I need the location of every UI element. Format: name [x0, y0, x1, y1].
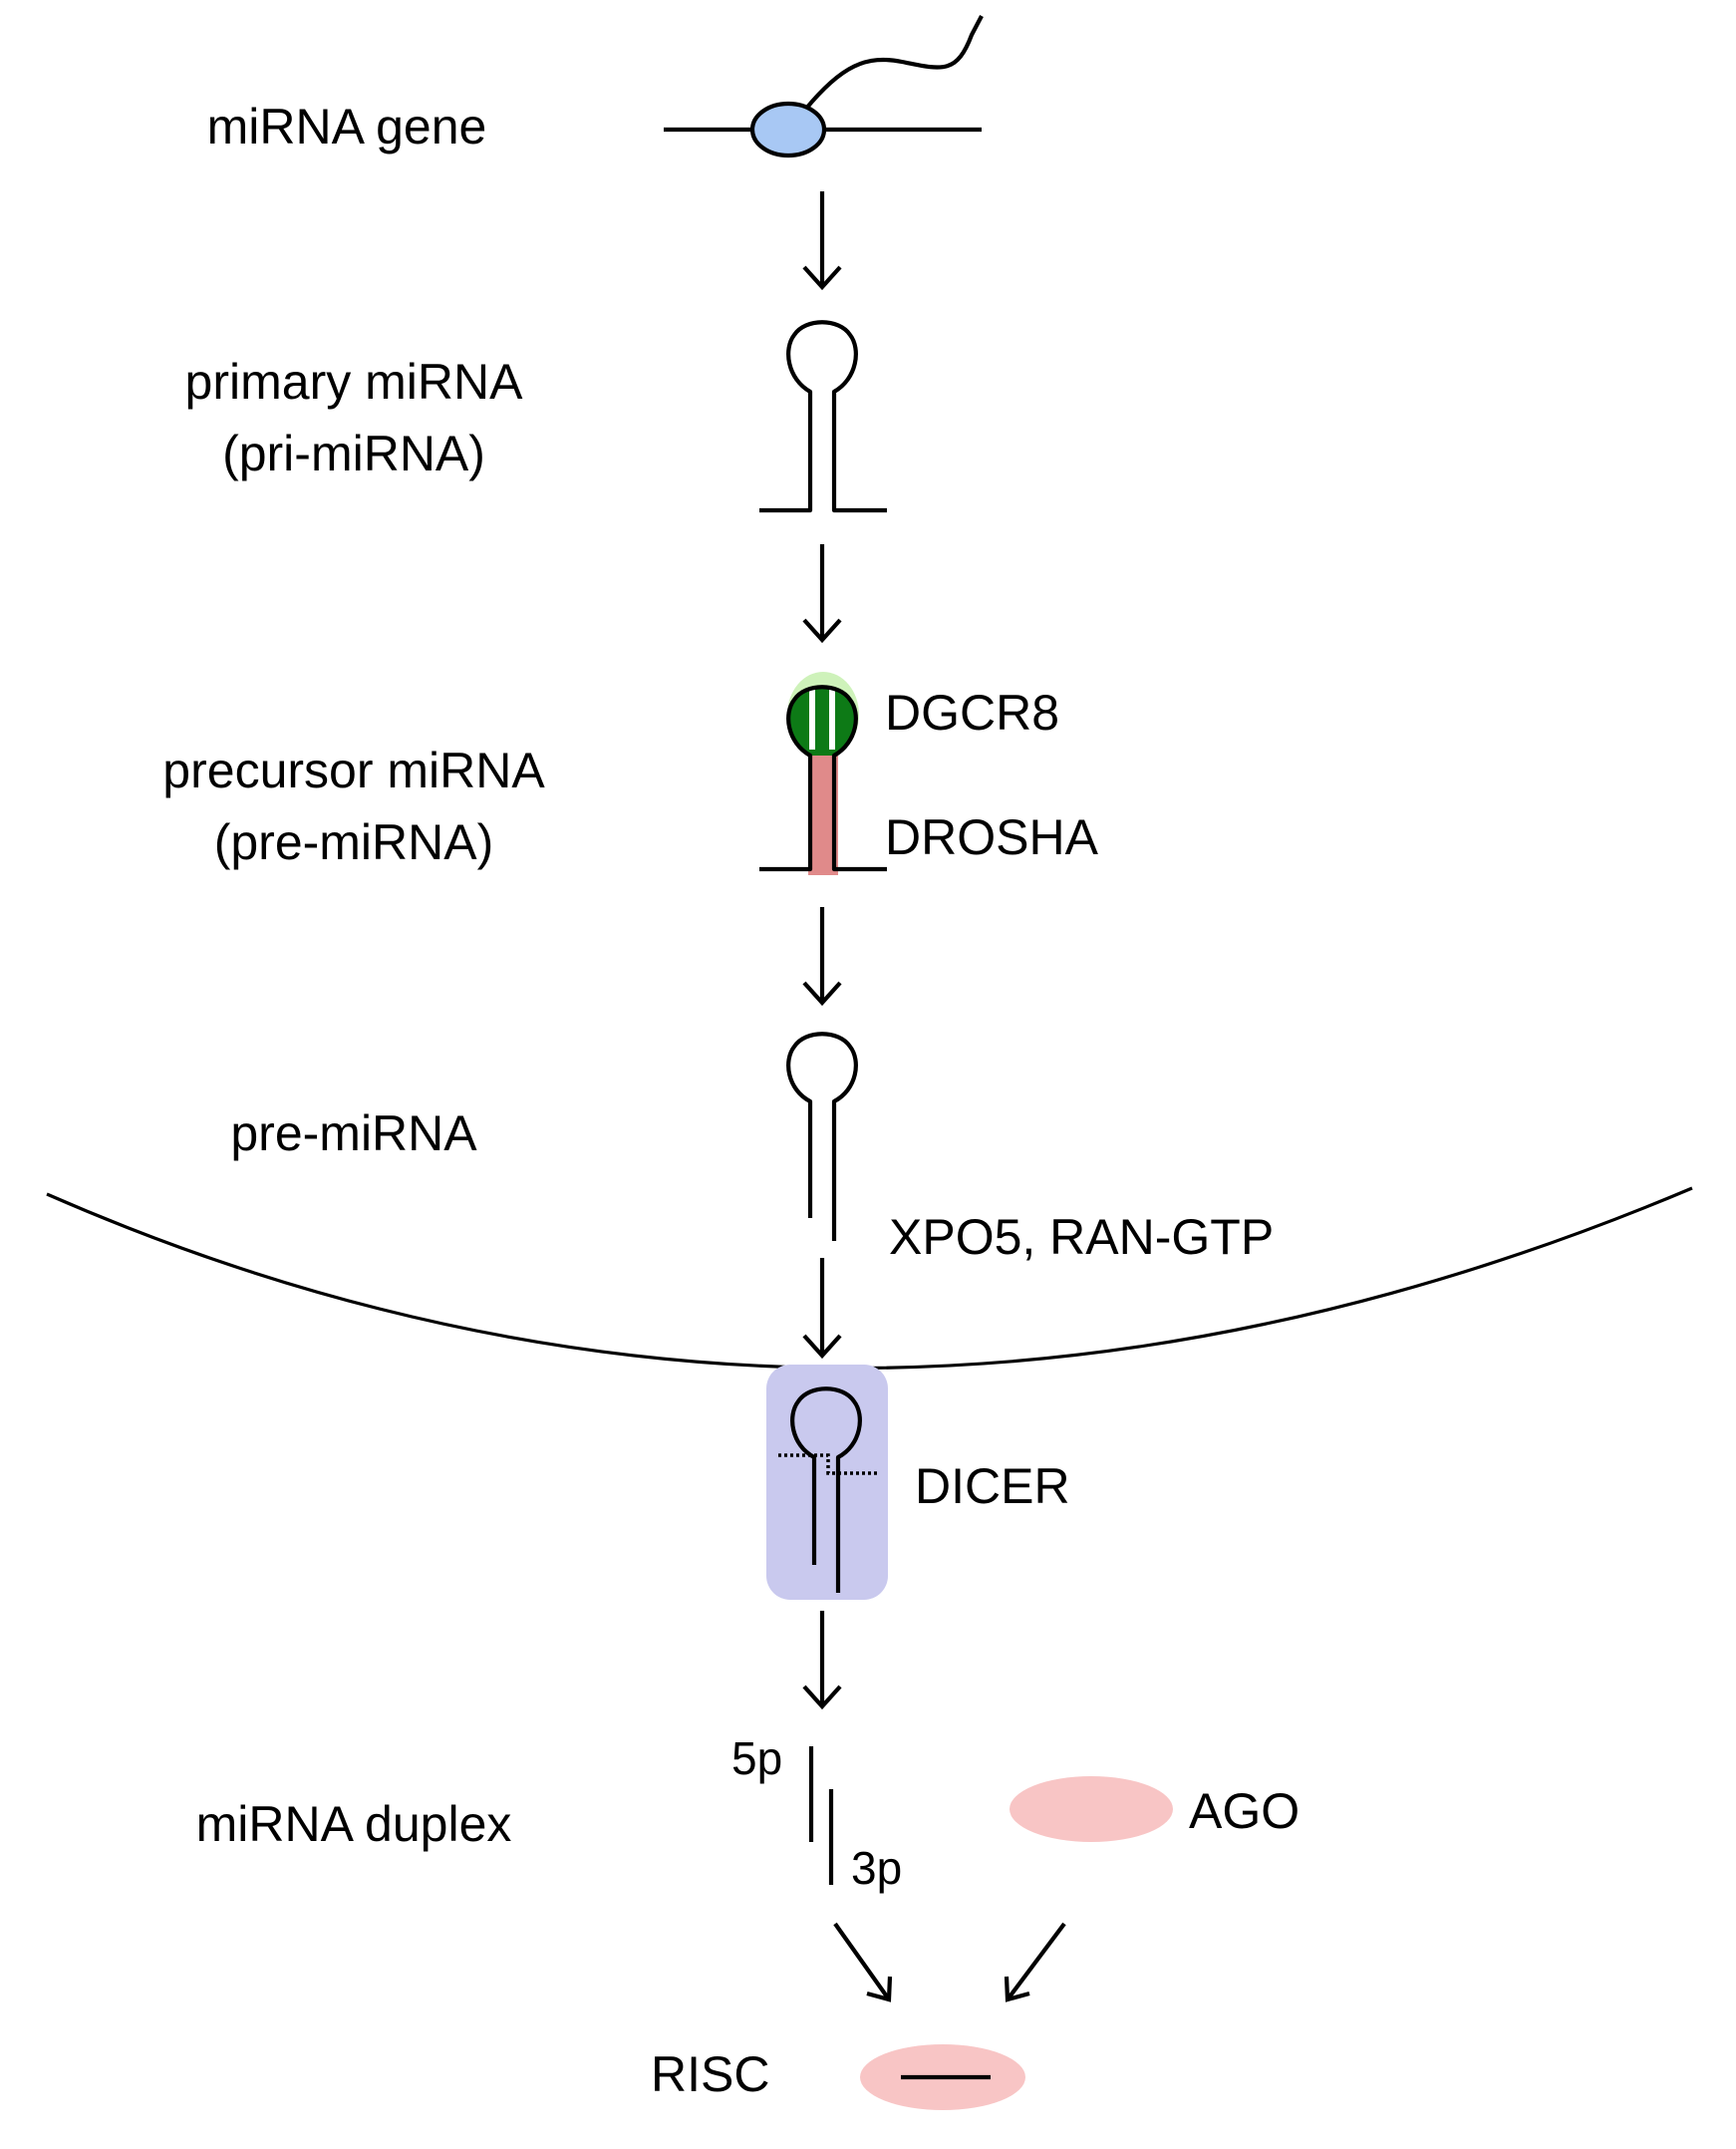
stage-label-mirna-duplex: miRNA duplex: [196, 1796, 512, 1852]
rna-polymerase: [749, 101, 827, 158]
risc-complex: [860, 2044, 1025, 2110]
nascent-transcript: [803, 15, 984, 112]
arrow-gene-to-pri: [802, 191, 842, 291]
dicer-bound-hairpin: [790, 1386, 862, 1593]
ago-protein: [1010, 1776, 1173, 1842]
nuclear-membrane: [46, 1186, 1693, 1371]
arrow-pre-to-export: [802, 907, 842, 1007]
pri-mirna-hairpin: [759, 320, 887, 513]
mirna-duplex-graphic: [808, 1746, 834, 1885]
stage-label-pri-mirna: (pri-miRNA): [222, 426, 485, 481]
stage-label-mirna-gene: miRNA gene: [207, 99, 487, 154]
dgcr8-protein: [788, 687, 856, 756]
protein-label-xpo5-ran-gtp: XPO5, RAN-GTP: [889, 1209, 1274, 1265]
dicer-cleavage-line: [778, 1453, 878, 1475]
microprocessor-complex: [759, 672, 887, 875]
protein-label-drosha: DROSHA: [885, 809, 1099, 865]
stage-label-pre-mirna: pre-miRNA: [230, 1105, 477, 1161]
arrow-pri-to-pre: [802, 544, 842, 644]
arrow-duplex-to-risc: [833, 1922, 893, 2002]
pre-mirna-export-hairpin: [786, 1032, 858, 1241]
dicer-complex: [766, 1365, 888, 1600]
protein-label-dgcr8: DGCR8: [885, 685, 1059, 741]
arrow-export-to-dicer: [802, 1258, 842, 1360]
stage-label-risc: RISC: [651, 2046, 769, 2102]
stage-label-pre-mirna-paren: (pre-miRNA): [214, 814, 494, 870]
stage-label-primary-mirna: primary miRNA: [185, 354, 524, 410]
dicer-protein: [766, 1365, 888, 1600]
pre-mirna-hairpin-processed: [759, 685, 887, 872]
protein-label-ago: AGO: [1189, 1783, 1300, 1839]
arrow-dicer-to-duplex: [802, 1611, 842, 1710]
stage-label-precursor-mirna: precursor miRNA: [162, 743, 545, 798]
strand-label-3p: 3p: [851, 1842, 902, 1894]
arrow-ago-to-risc: [1004, 1922, 1066, 2002]
protein-label-dicer: DICER: [915, 1458, 1070, 1514]
strand-label-5p: 5p: [731, 1732, 782, 1784]
mirna-gene-graphic: [664, 15, 984, 158]
